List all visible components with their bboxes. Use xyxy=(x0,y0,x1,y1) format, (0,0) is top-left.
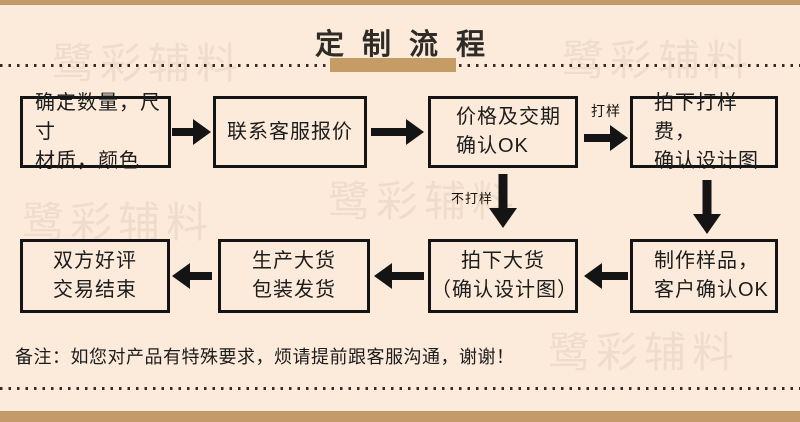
arrow-shaft xyxy=(702,180,712,215)
step-text: 制作样品， 客户确认OK xyxy=(633,247,775,305)
step-line: 材质，颜色 xyxy=(35,149,140,172)
step-line: 价格及交期 xyxy=(456,106,561,128)
arrow-head xyxy=(193,119,211,145)
arrow-left-icon xyxy=(374,262,424,290)
step-box-pay-sample-fee: 拍下打样费， 确认设计图 xyxy=(630,92,778,172)
arrow-shaft xyxy=(601,272,628,280)
arrow-head xyxy=(489,208,517,228)
arrow-right-icon xyxy=(172,118,211,146)
watermark-text: 鹭彩辅料 xyxy=(328,178,521,225)
step-text: 价格及交期 确认OK xyxy=(431,103,575,161)
step-text: 双方好评 交易结束 xyxy=(23,247,167,305)
step-line: 联系客服报价 xyxy=(227,120,353,143)
arrow-head xyxy=(406,119,424,145)
arrow-left-icon xyxy=(172,262,212,290)
top-border-bar xyxy=(0,0,800,5)
title-row: 定制流程 xyxy=(0,21,800,63)
step-text: 生产大货 包装发货 xyxy=(221,247,367,305)
arrow-head xyxy=(610,125,628,151)
dotted-divider-bottom xyxy=(0,387,800,390)
arrow-head xyxy=(374,263,392,289)
branch-label-no-sample: 不打样 xyxy=(450,191,493,206)
arrow-shaft xyxy=(371,128,407,136)
step-line: 双方好评 xyxy=(53,250,137,272)
arrow-shaft xyxy=(584,134,611,142)
branch-label-sample: 打样 xyxy=(591,103,621,119)
arrow-shaft xyxy=(498,174,508,209)
arrow-head xyxy=(172,263,190,289)
watermark-text: 鹭彩辅料 xyxy=(562,37,755,84)
step-box-price-confirm: 价格及交期 确认OK xyxy=(428,96,578,168)
step-line: 生产大货 xyxy=(252,250,336,272)
step-box-contact-service: 联系客服报价 xyxy=(213,96,367,168)
bottom-border-bar xyxy=(0,411,800,422)
page-title: 定制流程 xyxy=(314,29,503,61)
step-line: 拍下打样费， xyxy=(654,91,738,143)
step-box-produce-ship: 生产大货 包装发货 xyxy=(218,239,370,313)
note-text: 备注：如您对产品有特殊要求，烦请提前跟客服沟通，谢谢！ xyxy=(15,347,515,367)
watermark-text: 鹭彩辅料 xyxy=(52,40,245,87)
step-text: 联系客服报价 xyxy=(216,118,364,147)
arrow-down-icon xyxy=(693,180,721,234)
step-line: 确认OK xyxy=(456,135,529,157)
step-text: 拍下大货 （确认设计图） xyxy=(431,247,578,305)
step-line: 确认设计图 xyxy=(654,149,759,172)
step-line: 包装发货 xyxy=(252,279,336,301)
arrow-left-icon xyxy=(584,262,628,290)
arrow-shaft xyxy=(391,272,424,280)
step-line: （确认设计图） xyxy=(431,279,578,301)
step-box-pay-bulk-order: 拍下大货 （确认设计图） xyxy=(428,239,578,313)
title-underline-bar xyxy=(330,58,456,72)
step-box-confirm-specs: 确定数量，尺寸 材质，颜色 xyxy=(20,92,171,172)
arrow-shaft xyxy=(172,128,194,136)
step-text: 确定数量，尺寸 材质，颜色 xyxy=(23,89,168,176)
step-box-make-sample: 制作样品， 客户确认OK xyxy=(630,239,778,313)
arrow-head xyxy=(584,263,602,289)
step-line: 拍下大货 xyxy=(461,250,545,272)
step-line: 确定数量，尺寸 xyxy=(35,91,161,143)
step-line: 制作样品， xyxy=(654,250,759,272)
arrow-shaft xyxy=(189,272,212,280)
step-line: 客户确认OK xyxy=(654,279,769,301)
watermark-text: 鹭彩辅料 xyxy=(22,199,215,246)
arrow-down-icon xyxy=(489,174,517,228)
arrow-head xyxy=(693,214,721,234)
step-text: 拍下打样费， 确认设计图 xyxy=(633,89,775,176)
step-line: 交易结束 xyxy=(53,279,137,301)
step-box-feedback-complete: 双方好评 交易结束 xyxy=(20,239,170,313)
watermark-text: 鹭彩辅料 xyxy=(548,329,741,376)
arrow-right-icon xyxy=(371,118,424,146)
arrow-right-icon xyxy=(584,124,628,152)
